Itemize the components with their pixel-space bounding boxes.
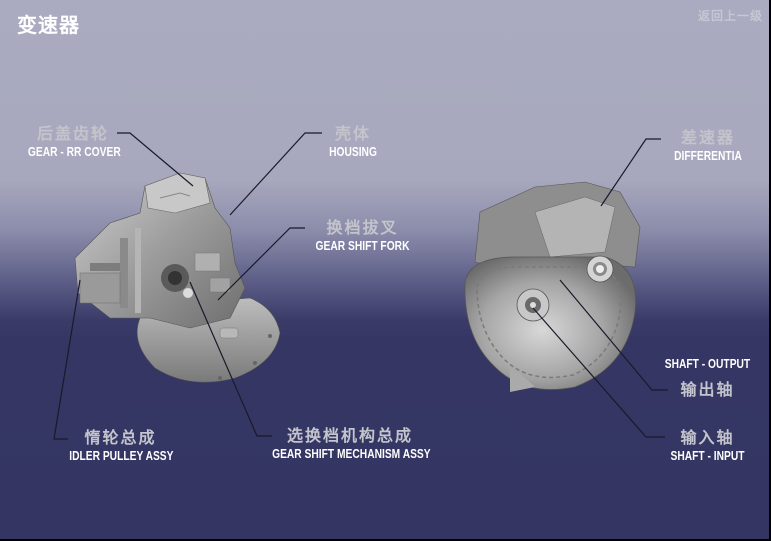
label-en: DIFFERENTIA [674,149,742,163]
label-gear-rr-cover[interactable]: 后盖齿轮 GEAR - RR COVER [18,124,128,160]
label-cn: 选换档机构总成 [286,426,413,445]
label-en: SHAFT - OUTPUT [664,357,751,371]
label-shaft-output[interactable]: SHAFT - OUTPUT 输出轴 [655,356,760,400]
page-title: 变速器 [17,13,80,37]
label-cn: 惰轮总成 [84,428,157,447]
label-en: GEAR SHIFT FORK [315,239,410,253]
label-en: IDLER PULLEY ASSY [69,449,174,463]
label-en: GEAR - RR COVER [27,145,121,159]
label-cn: 后盖齿轮 [36,124,109,143]
label-en: SHAFT - INPUT [670,449,745,463]
label-housing[interactable]: 壳体 HOUSING [318,124,388,160]
label-cn: 输出轴 [680,380,735,399]
label-en: GEAR SHIFT MECHANISM ASSY [272,447,431,461]
label-cn: 输入轴 [680,428,735,447]
label-gear-shift-fork[interactable]: 换档拔叉 GEAR SHIFT FORK [305,218,420,254]
label-en: HOUSING [329,145,377,159]
label-shaft-input[interactable]: 输入轴 SHAFT - INPUT [655,428,760,464]
back-to-parent-link[interactable]: 返回上一级 [697,9,763,23]
label-gear-shift-mechanism-assy[interactable]: 选换档机构总成 GEAR SHIFT MECHANISM ASSY [255,426,445,462]
label-differential[interactable]: 差速器 DIFFERENTIA [663,128,753,164]
transmission-left-view-image [74,172,281,383]
label-idler-pulley-assy[interactable]: 惰轮总成 IDLER PULLEY ASSY [58,428,183,464]
label-cn: 壳体 [334,124,371,143]
label-cn: 换档拔叉 [326,218,399,237]
transmission-right-view-image [464,181,641,392]
label-cn: 差速器 [680,128,735,147]
